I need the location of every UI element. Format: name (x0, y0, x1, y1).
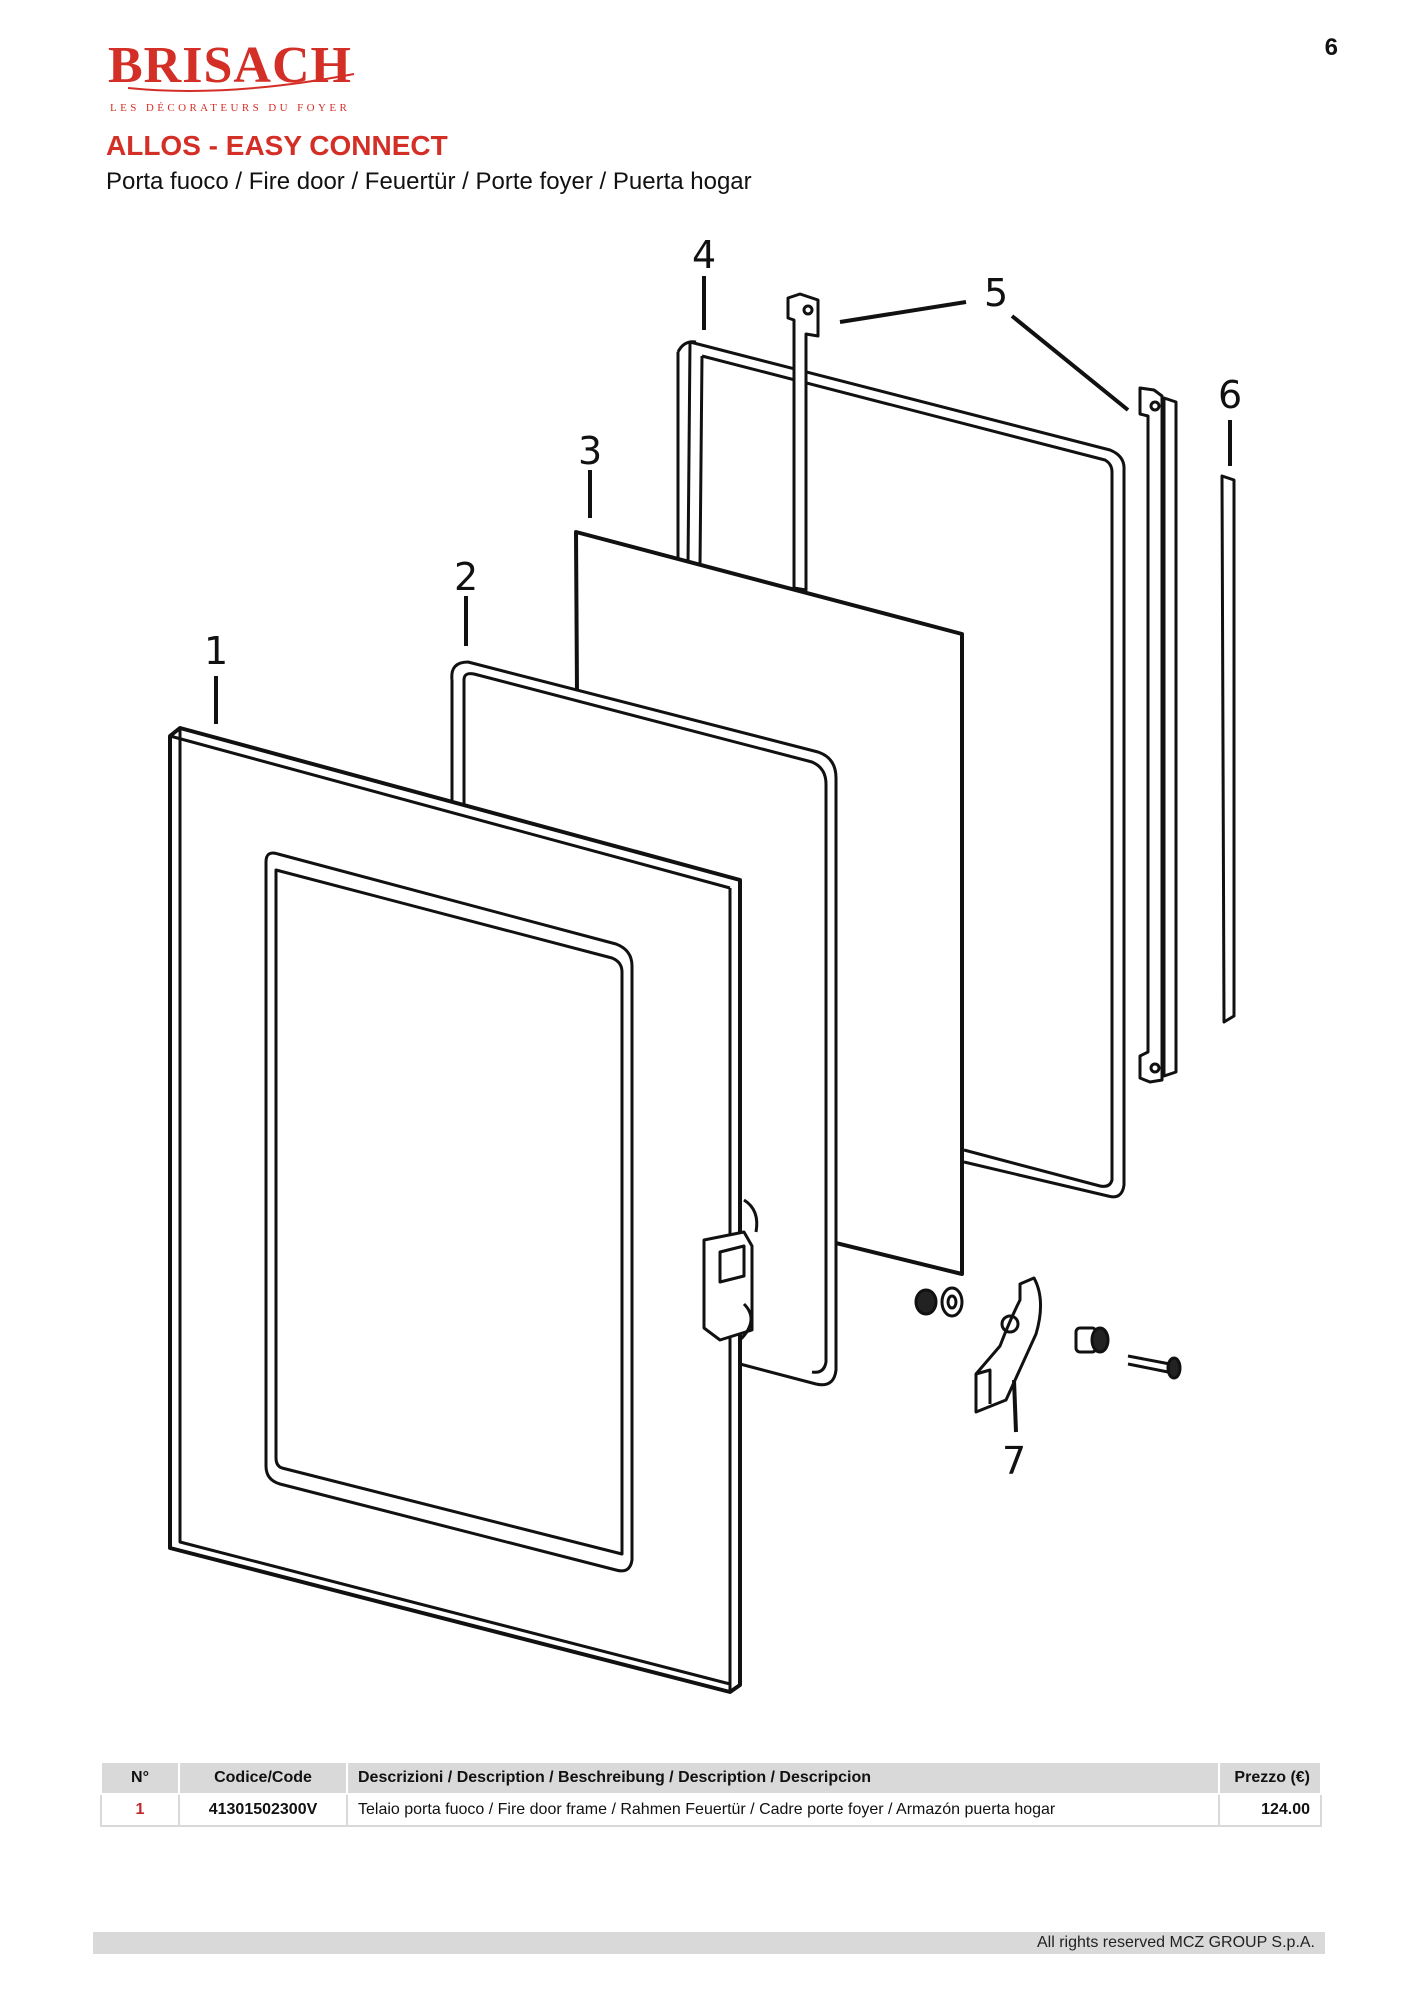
table-header-row: N° Codice/Code Descrizioni / Description… (100, 1761, 1322, 1795)
header-code: Codice/Code (178, 1761, 348, 1795)
row-number: 1 (100, 1793, 180, 1827)
page-title: ALLOS - EASY CONNECT (106, 130, 448, 161)
brand-logo: BRISACH LES DÉCORATEURS DU FOYER (108, 40, 368, 120)
header-number: N° (100, 1761, 180, 1795)
part-1-door-frame (168, 726, 759, 1694)
row-code: 41301502300V (178, 1793, 348, 1827)
leader-line-7 (1012, 1379, 1018, 1433)
callout-2: 2 (454, 555, 478, 599)
table-row: 1 41301502300V Telaio porta fuoco / Fire… (100, 1793, 1322, 1827)
parts-table: N° Codice/Code Descrizioni / Description… (100, 1761, 1322, 1827)
callout-7: 7 (1002, 1439, 1026, 1483)
callout-1: 1 (204, 629, 228, 673)
callout-6: 6 (1218, 373, 1242, 417)
header-description: Descrizioni / Description / Beschreibung… (346, 1761, 1220, 1795)
part-5-brackets (786, 292, 1178, 1084)
row-description: Telaio porta fuoco / Fire door frame / R… (346, 1793, 1220, 1827)
row-price: 124.00 (1218, 1793, 1322, 1827)
page-number: 6 (1324, 34, 1338, 61)
leader-line-5b (1010, 314, 1130, 412)
part-7-hinge-hardware (914, 1276, 1182, 1414)
footer-bar: All rights reserved MCZ GROUP S.p.A. (93, 1932, 1325, 1954)
leader-line-5a (839, 300, 967, 324)
callout-4: 4 (692, 233, 716, 277)
exploded-diagram: 1 2 3 4 5 6 7 (0, 220, 1410, 1720)
page-subtitle: Porta fuoco / Fire door / Feuertür / Por… (106, 168, 752, 195)
brand-tagline: LES DÉCORATEURS DU FOYER (110, 102, 351, 114)
callout-5: 5 (984, 271, 1008, 315)
logo-swoosh-icon (127, 73, 355, 92)
callout-3: 3 (578, 429, 602, 473)
header-price: Prezzo (€) (1218, 1761, 1322, 1795)
part-6-gasket (1220, 474, 1236, 1024)
brand-name: BRISACH (108, 37, 352, 94)
copyright-text: All rights reserved MCZ GROUP S.p.A. (1037, 1934, 1315, 1951)
